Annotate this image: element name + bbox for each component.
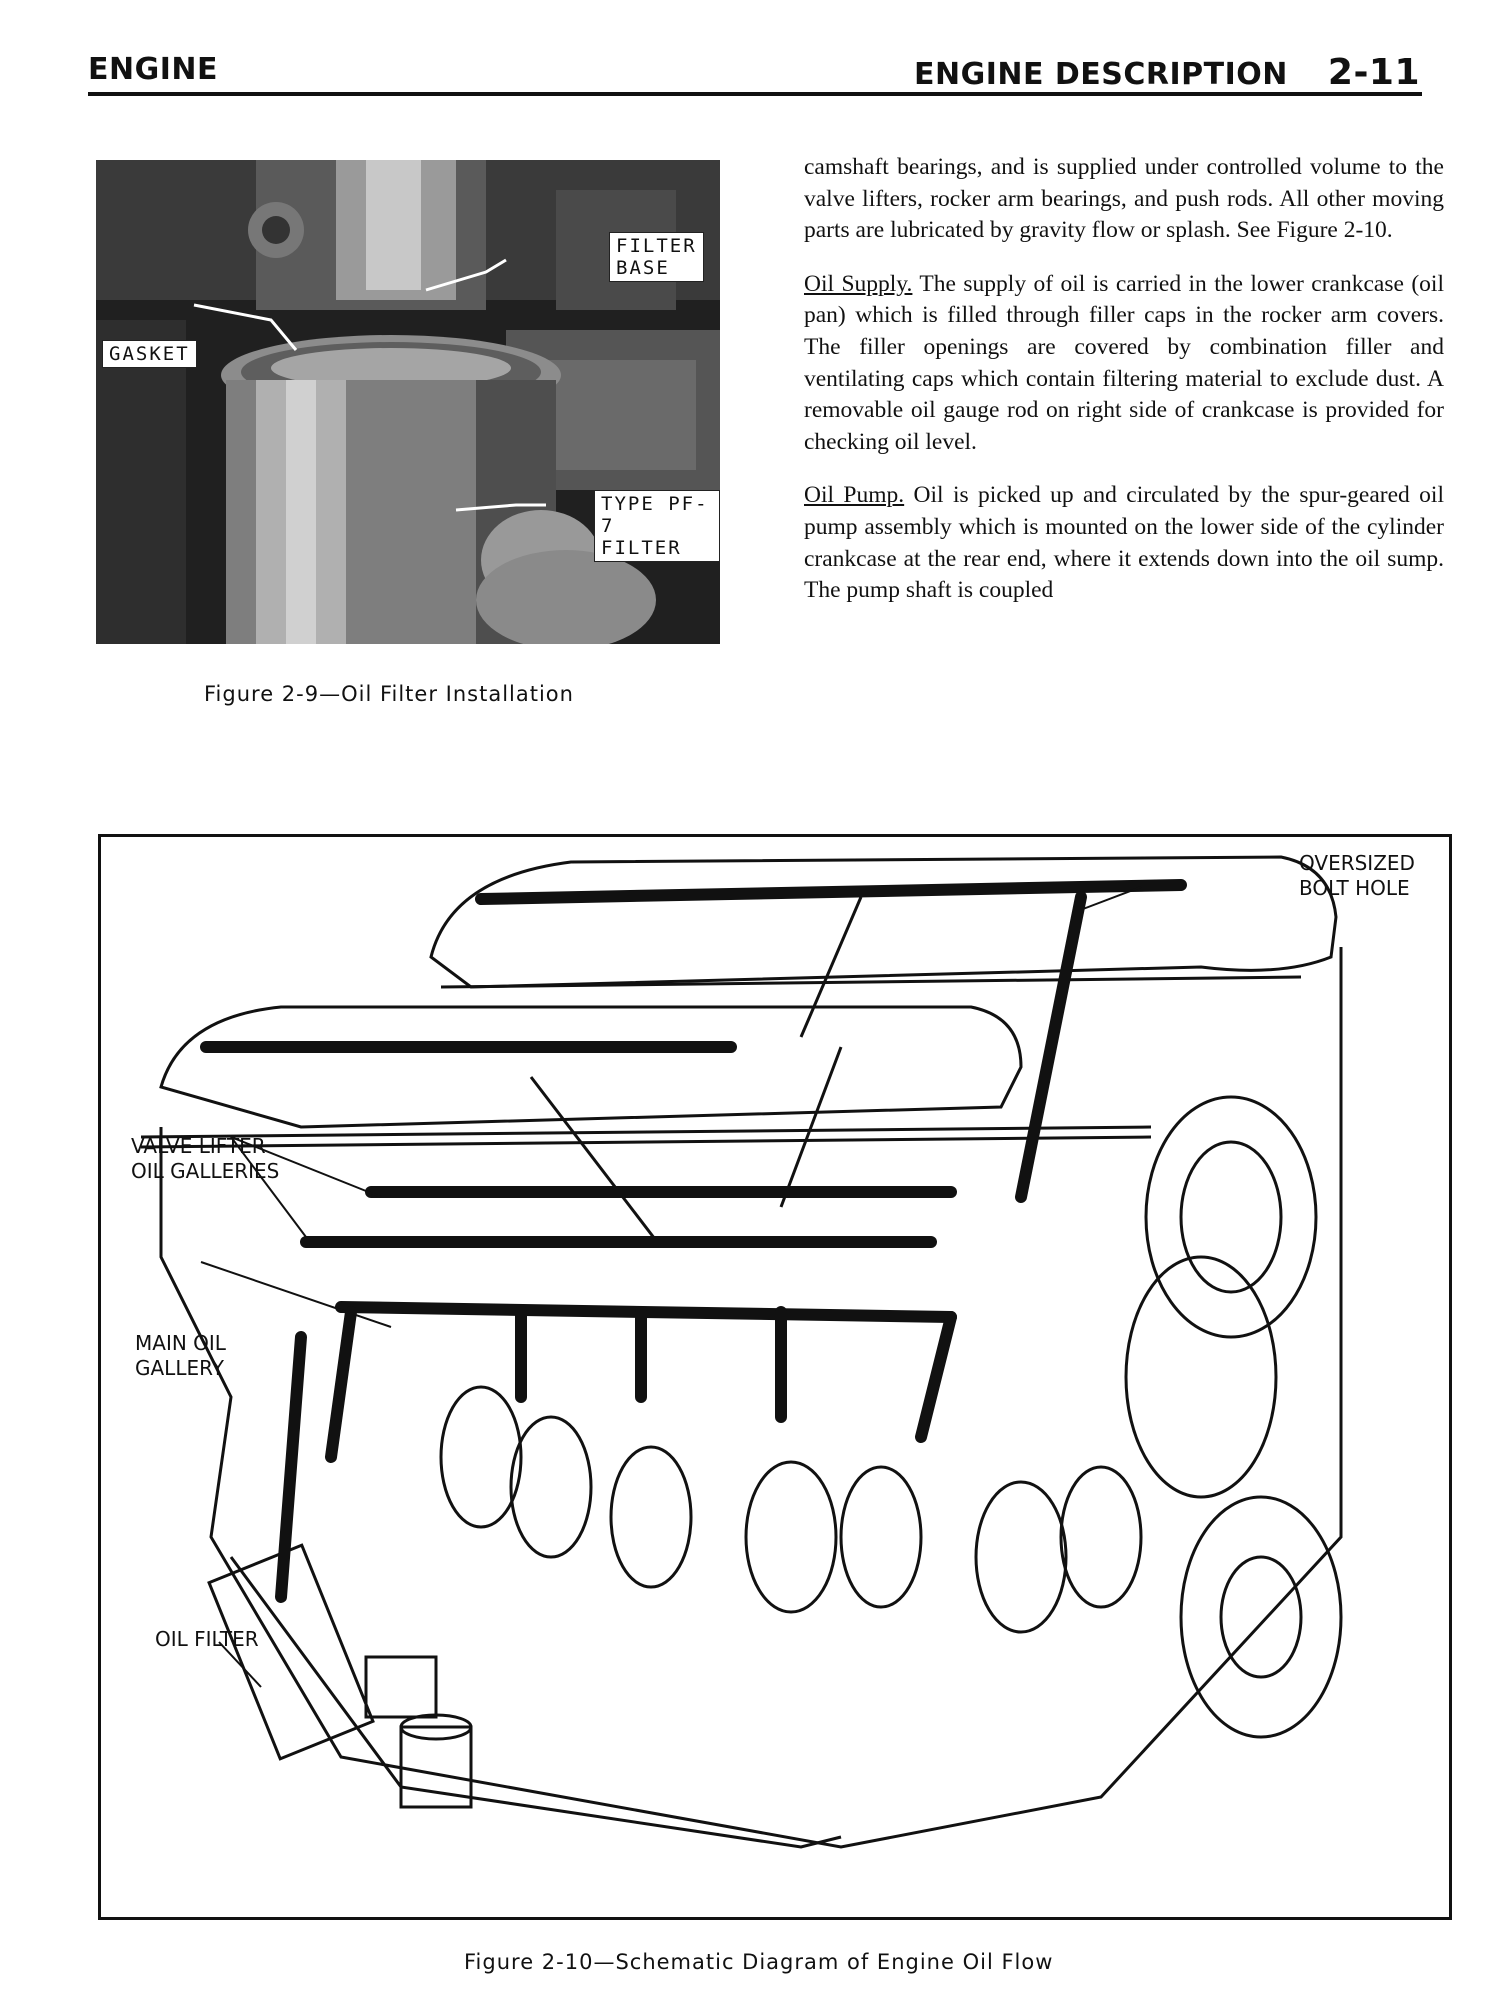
label-oversized-bolt-hole: OVERSIZED BOLT HOLE xyxy=(1299,851,1415,901)
label-oversized-line1: OVERSIZED xyxy=(1299,851,1415,875)
label-oversized-line2: BOLT HOLE xyxy=(1299,876,1410,900)
label-valve-lifter-galleries: VALVE LIFTER OIL GALLERIES xyxy=(131,1134,279,1184)
engine-schematic xyxy=(140,855,1343,1849)
paragraph-oil-supply: Oil Supply. The supply of oil is carried… xyxy=(804,269,1444,459)
label-oil-filter: OIL FILTER xyxy=(155,1627,259,1651)
label-valve-line1: VALVE LIFTER xyxy=(131,1134,266,1158)
figure-2-9-caption: Figure 2-9—Oil Filter Installation xyxy=(204,682,574,706)
label-type-line1: TYPE PF-7 xyxy=(601,493,709,537)
oil-supply-text: The supply of oil is carried in the lowe… xyxy=(804,270,1444,455)
paragraph-oil-pump: Oil Pump. Oil is picked up and circulate… xyxy=(804,480,1444,606)
label-valve-line2: OIL GALLERIES xyxy=(131,1159,280,1183)
running-header-left: ENGINE xyxy=(88,52,218,87)
body-text: camshaft bearings, and is supplied under… xyxy=(804,152,1444,629)
oil-supply-heading: Oil Supply. xyxy=(804,270,913,297)
running-header-right: ENGINE DESCRIPTION 2-11 xyxy=(914,52,1420,93)
label-filter-base: FILTER BASE xyxy=(609,232,704,282)
label-type-pf7: TYPE PF-7 FILTER xyxy=(594,490,720,562)
oil-filter-photo: FILTER BASE GASKET TYPE PF-7 FILTER xyxy=(96,160,720,644)
oil-flow-diagram: OVERSIZED BOLT HOLE VALVE LIFTER OIL GAL… xyxy=(98,834,1452,1920)
label-main-line1: MAIN OIL xyxy=(135,1331,226,1355)
section-title: ENGINE DESCRIPTION xyxy=(913,57,1288,92)
label-type-line2: FILTER xyxy=(601,537,682,559)
paragraph-lubrication: camshaft bearings, and is supplied under… xyxy=(804,154,1444,244)
label-gasket: GASKET xyxy=(102,340,197,368)
oil-pump-text: Oil is picked up and circulated by the s… xyxy=(804,482,1444,604)
header-rule xyxy=(88,92,1422,96)
label-main-line2: GALLERY xyxy=(135,1356,224,1380)
label-filter-base-line1: FILTER xyxy=(616,235,697,257)
label-filter-base-line2: BASE xyxy=(616,257,670,279)
page-number: 2-11 xyxy=(1327,52,1420,93)
label-main-oil-gallery: MAIN OIL GALLERY xyxy=(135,1331,226,1381)
figure-2-10-caption: Figure 2-10—Schematic Diagram of Engine … xyxy=(464,1950,1054,1974)
oil-pump-heading: Oil Pump. xyxy=(804,482,905,509)
